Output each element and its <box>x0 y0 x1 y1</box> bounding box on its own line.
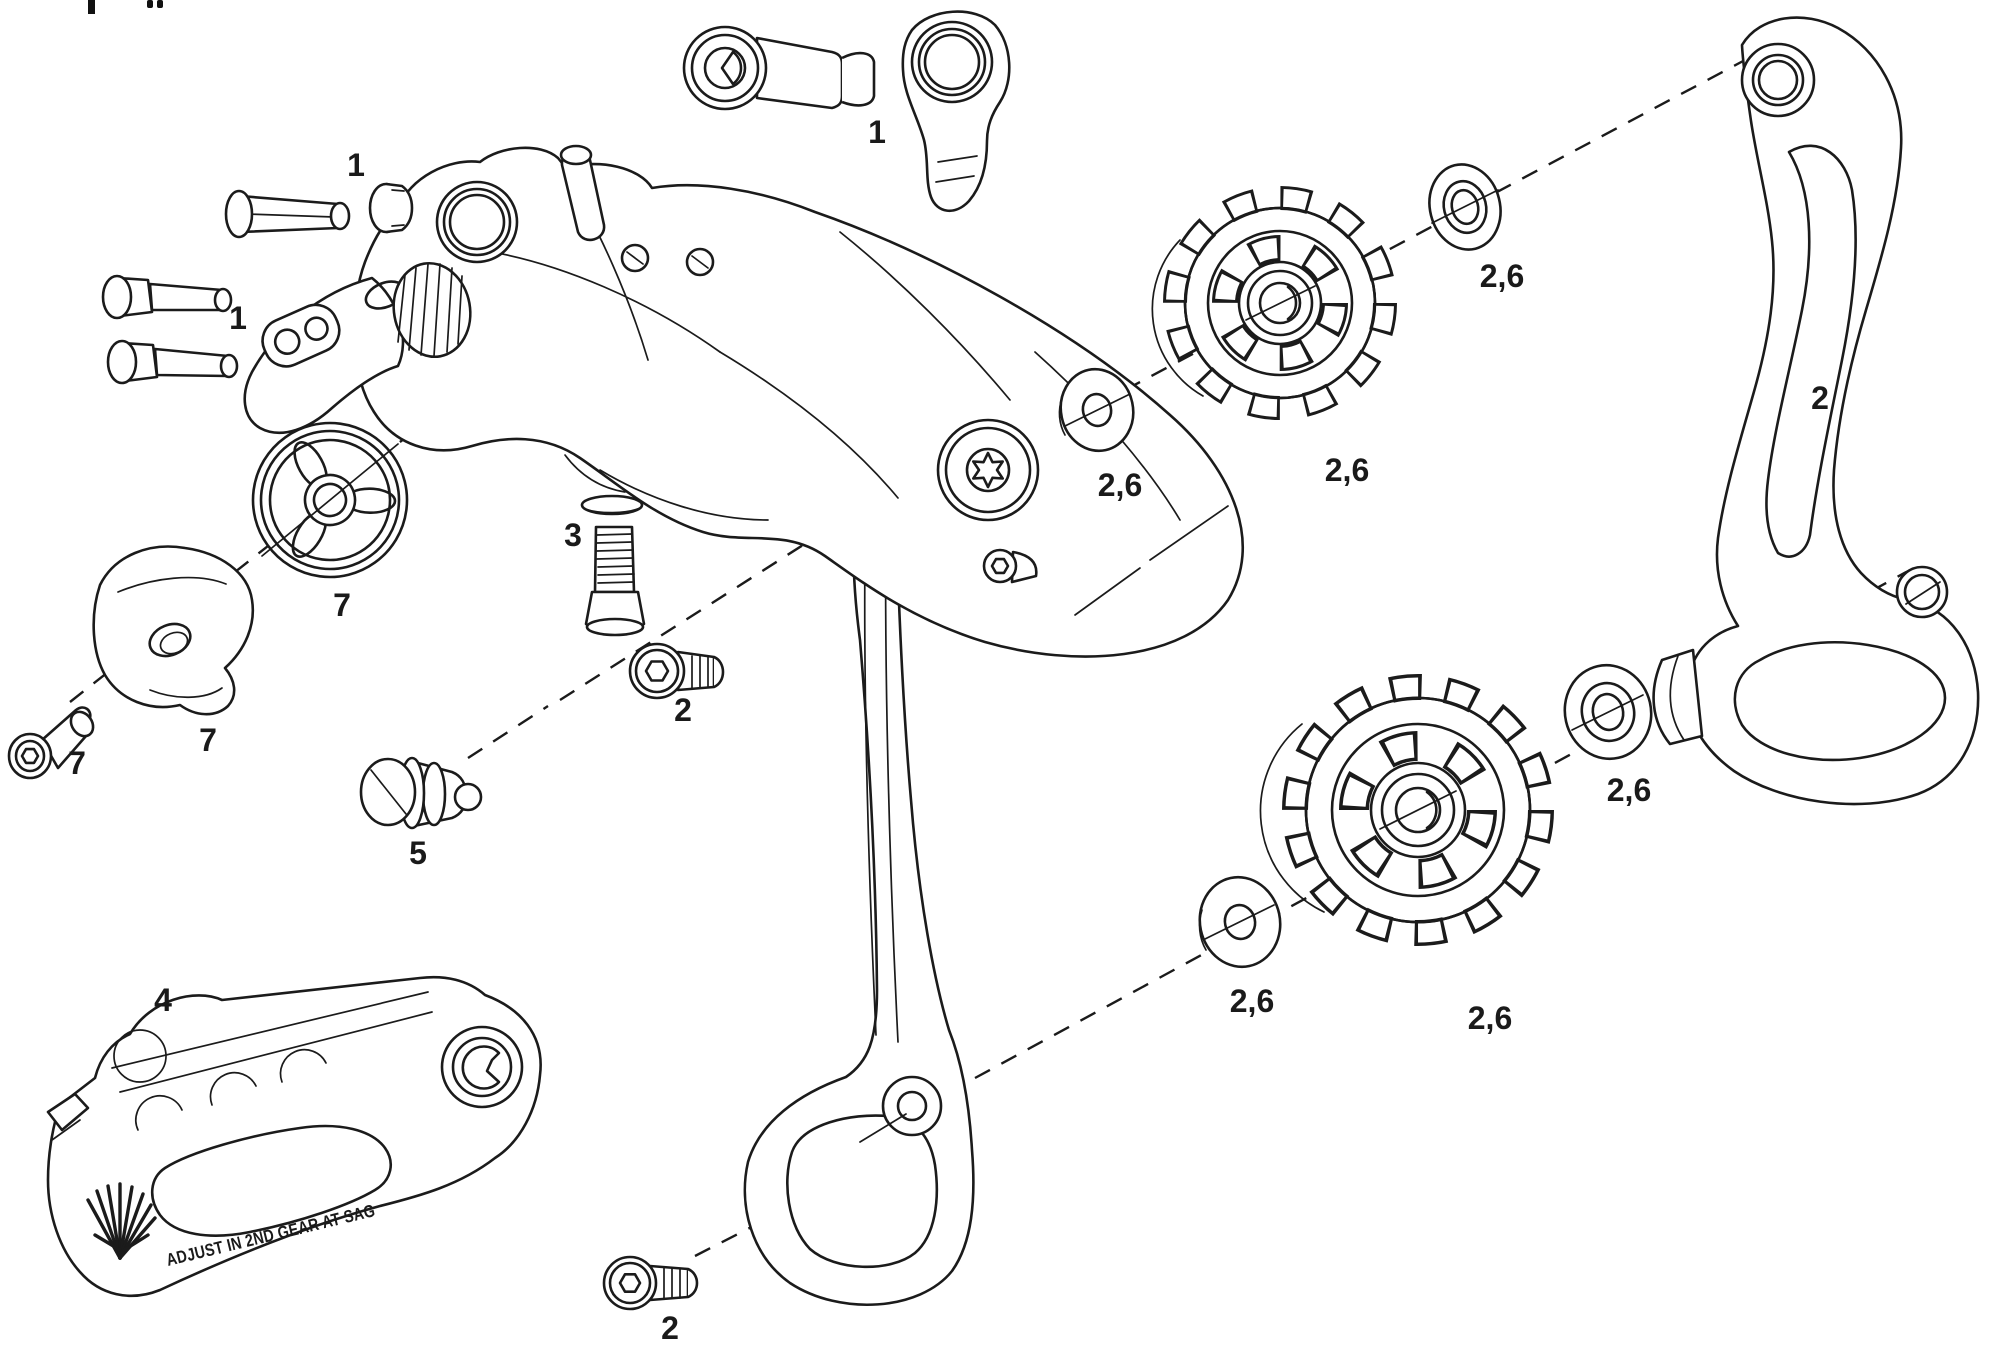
b-bolt-threads <box>841 51 876 107</box>
cage-stop-cap <box>92 545 255 716</box>
b-bolt <box>682 25 876 111</box>
clutch-cylinder <box>392 261 472 359</box>
lower-inner-washer <box>1198 875 1282 969</box>
mounting-bolt-upper <box>101 274 233 320</box>
part-callout: 1 <box>868 114 886 150</box>
screw-threads <box>593 525 636 594</box>
part-callout: 1 <box>347 147 365 183</box>
upper-pulley-bolt <box>628 642 725 700</box>
part-callout: 2,6 <box>1325 452 1369 488</box>
derailleur-hanger <box>901 10 1011 212</box>
derailleur-body <box>243 144 1245 658</box>
part-callout: 2,6 <box>1468 1000 1512 1036</box>
upper-outer-washer <box>1428 163 1502 251</box>
chain-guide: ADJUST IN 2ND GEAR AT SAG <box>46 975 542 1298</box>
wheel-axis-line <box>261 443 399 557</box>
part-callout: 1 <box>229 300 247 336</box>
cage-lock-screw <box>580 494 646 637</box>
part-callout: 7 <box>68 745 86 781</box>
outer-cage-plate <box>1652 16 1980 806</box>
callout-labels: 1 1 1 2 2 2 3 4 5 7 7 7 2,6 2,6 2,6 2,6 … <box>68 114 1829 1346</box>
part-callout: 3 <box>564 517 582 553</box>
part-callout: 2 <box>674 692 692 728</box>
part-callout: 7 <box>333 587 351 623</box>
cropped-glyph-fragment <box>88 0 163 14</box>
part-callout: 5 <box>409 835 427 871</box>
part-callout: 2,6 <box>1607 772 1651 808</box>
part-callout: 2,6 <box>1098 467 1142 503</box>
lower-outer-washer <box>1563 663 1653 761</box>
part-callout: 7 <box>199 722 217 758</box>
lower-pulley <box>1259 674 1554 946</box>
flanged-nut <box>368 182 414 234</box>
eagle-emblem <box>86 1182 157 1260</box>
torx-boss <box>936 418 1040 522</box>
part-callout: 2 <box>1811 380 1829 416</box>
mounting-pin <box>224 189 351 239</box>
pivot-screws <box>620 243 715 277</box>
cable-anchor-lever <box>559 144 606 242</box>
upper-pulley <box>1151 186 1397 420</box>
body-hex-bolt <box>982 548 1038 584</box>
upper-inner-washer <box>1058 367 1135 453</box>
part-callout: 4 <box>154 982 172 1018</box>
cap-bolt <box>7 706 95 780</box>
cable-anchor-plate <box>261 303 341 368</box>
b-adjust-screw <box>359 756 483 830</box>
bolt-threads <box>663 1267 699 1300</box>
part-callout: 2 <box>661 1310 679 1346</box>
part-callout: 2,6 <box>1230 983 1274 1019</box>
bolt-threads <box>691 655 725 689</box>
mounting-bolt-lower <box>106 339 239 385</box>
lower-pulley-bolt <box>602 1255 699 1311</box>
part-callout: 2,6 <box>1480 258 1524 294</box>
inner-cage-plate <box>743 451 975 1307</box>
